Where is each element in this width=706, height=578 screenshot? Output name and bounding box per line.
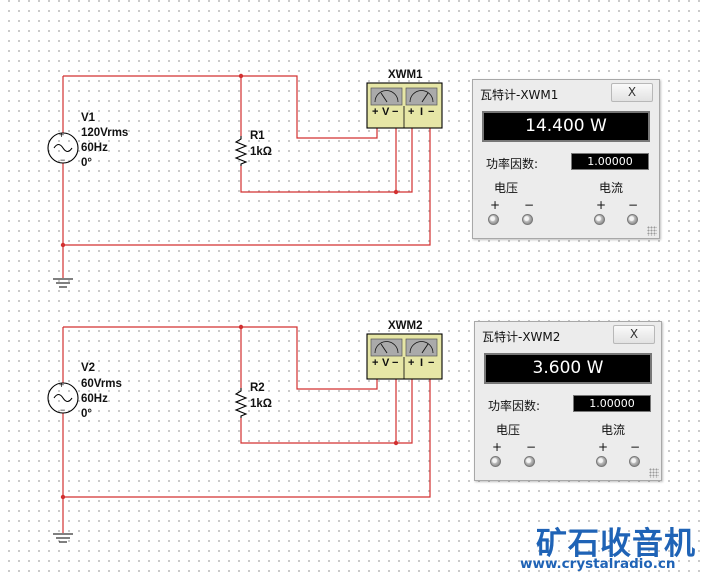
current-plus-terminal[interactable] (594, 214, 605, 225)
voltage-plus-terminal[interactable] (490, 456, 501, 467)
voltage-plus-sign: + (490, 198, 501, 212)
meter-label-xwm2: XWM2 (388, 320, 423, 332)
voltage-section-label: 电压 (496, 423, 521, 437)
circuit-1-wires (62, 75, 431, 278)
resistor-r1[interactable] (234, 136, 248, 166)
xwm2-v-minus: − (392, 357, 399, 369)
power-factor-value: 1.00000 (573, 395, 651, 412)
source-voltage-v2: 60Vrms (81, 378, 122, 390)
power-reading-display: 3.600 W (484, 353, 652, 384)
xwm2-i-minus: − (428, 357, 435, 369)
wattmeter-xwm1[interactable] (366, 82, 443, 129)
xwm2-i-plus: + (408, 357, 415, 369)
power-factor-label: 功率因数: (488, 399, 541, 413)
resize-grip[interactable] (649, 468, 659, 478)
source-name-v1: V1 (81, 112, 96, 124)
current-minus-terminal[interactable] (629, 456, 640, 467)
wattmeter-panel-xwm2[interactable]: 瓦特计-XWM2 X 3.600 W 功率因数: 1.00000 电压 电流 +… (474, 321, 662, 481)
voltage-plus-sign: + (492, 440, 503, 454)
ground-2 (53, 533, 73, 543)
power-factor-label: 功率因数: (486, 157, 539, 171)
xwm1-v-minus: − (392, 106, 399, 118)
current-minus-sign: − (630, 440, 641, 454)
xwm2-v-plus: + (372, 357, 379, 369)
svg-text:+: + (59, 130, 64, 140)
xwm1-i-minus: − (428, 106, 435, 118)
ac-source-v2[interactable]: + − (47, 380, 79, 415)
watermark-brand: 矿石收音机 (536, 526, 696, 562)
resistor-r2[interactable] (234, 388, 248, 418)
source-phase-v1: 0° (81, 157, 92, 169)
voltage-minus-terminal[interactable] (524, 456, 535, 467)
current-section-label: 电流 (601, 423, 626, 437)
xwm2-v-label: V (382, 357, 390, 369)
resistor-name-r2: R2 (250, 382, 265, 394)
wattmeter-xwm2[interactable] (366, 333, 443, 380)
current-plus-sign: + (598, 440, 609, 454)
svg-text:−: − (60, 155, 65, 165)
source-voltage-v1: 120Vrms (81, 127, 129, 139)
panel-title: 瓦特计-XWM1 (480, 88, 559, 102)
svg-text:+: + (59, 380, 64, 390)
meter-label-xwm1: XWM1 (388, 69, 423, 81)
current-minus-terminal[interactable] (627, 214, 638, 225)
close-button[interactable]: X (613, 325, 655, 344)
wattmeter-panel-xwm1[interactable]: 瓦特计-XWM1 X 14.400 W 功率因数: 1.00000 电压 电流 … (472, 79, 660, 239)
source-name-v2: V2 (81, 362, 96, 374)
close-button[interactable]: X (611, 83, 653, 102)
watermark-url: www.crystalradio.cn (520, 556, 676, 572)
resistor-value-r2: 1kΩ (250, 398, 273, 410)
voltage-minus-sign: − (524, 198, 535, 212)
circuit-2-wires (62, 326, 431, 533)
ground-1 (53, 278, 73, 288)
voltage-minus-terminal[interactable] (522, 214, 533, 225)
voltage-minus-sign: − (526, 440, 537, 454)
current-plus-terminal[interactable] (596, 456, 607, 467)
voltage-plus-terminal[interactable] (488, 214, 499, 225)
power-reading-display: 14.400 W (482, 111, 650, 142)
panel-title: 瓦特计-XWM2 (482, 330, 561, 344)
current-section-label: 电流 (599, 181, 624, 195)
svg-text:−: − (60, 405, 65, 415)
xwm2-i-label: I (420, 357, 424, 369)
xwm1-v-plus: + (372, 106, 379, 118)
current-plus-sign: + (596, 198, 607, 212)
source-frequency-v1: 60Hz (81, 142, 108, 154)
xwm1-i-plus: + (408, 106, 415, 118)
ac-source-v1[interactable]: + − (47, 130, 79, 165)
source-frequency-v2: 60Hz (81, 393, 108, 405)
current-minus-sign: − (628, 198, 639, 212)
xwm1-v-label: V (382, 106, 390, 118)
voltage-section-label: 电压 (494, 181, 519, 195)
circuit-1-junctions (60, 73, 399, 248)
xwm1-i-label: I (420, 106, 424, 118)
power-factor-value: 1.00000 (571, 153, 649, 170)
source-phase-v2: 0° (81, 408, 92, 420)
resistor-value-r1: 1kΩ (250, 146, 273, 158)
resistor-name-r1: R1 (250, 130, 265, 142)
resize-grip[interactable] (647, 226, 657, 236)
circuit-2-junctions (60, 324, 399, 500)
